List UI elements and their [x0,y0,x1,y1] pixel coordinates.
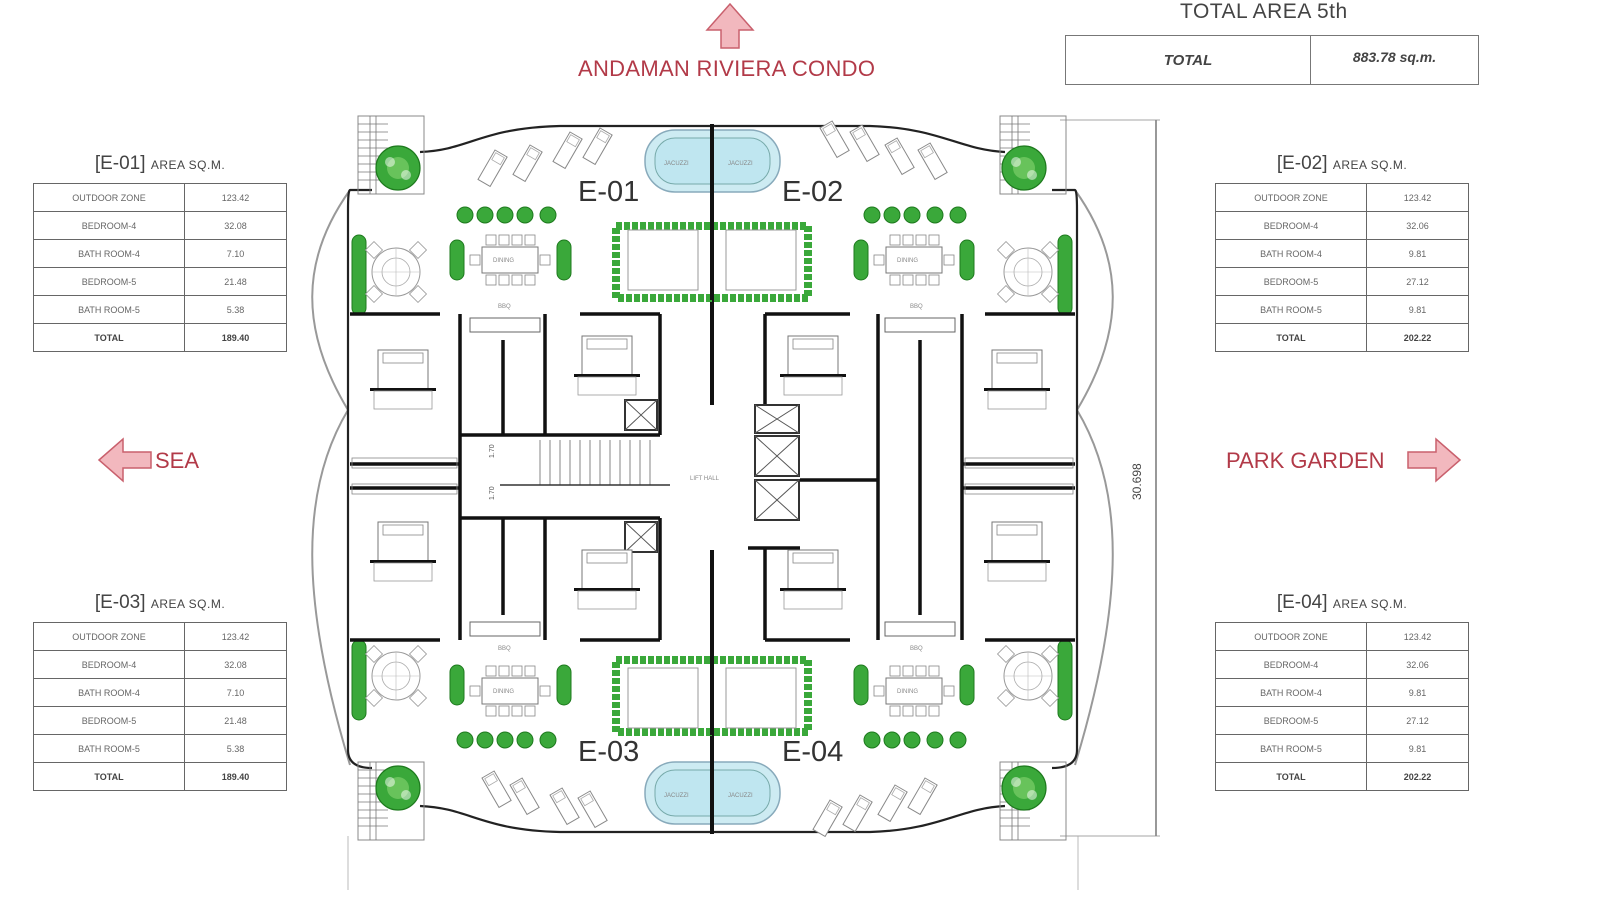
arrow-right-icon [1407,437,1462,483]
unit-label-e04: E-04 [782,736,844,768]
svg-text:BBQ: BBQ [910,304,923,310]
total-label: TOTAL [1066,36,1311,84]
total-value: 883.78 sq.m. [1352,49,1437,65]
svg-text:DINING: DINING [897,258,918,264]
svg-text:1.70: 1.70 [489,486,496,500]
svg-text:DINING: DINING [493,689,514,695]
unit-header-suffix: AREA SQ.M. [150,158,226,172]
svg-text:BBQ: BBQ [498,646,511,652]
svg-text:BBQ: BBQ [910,646,923,652]
svg-text:JACUZZI: JACUZZI [728,793,753,799]
total-area-table: TOTAL 883.78 sq.m. [1065,35,1479,85]
overall-dimension: 30.698 [1130,463,1144,500]
svg-text:DINING: DINING [493,258,514,264]
unit-header: [E-04] [1276,592,1328,613]
svg-text:DINING: DINING [897,689,918,695]
unit-header-suffix: AREA SQ.M. [150,597,226,611]
svg-text:JACUZZI: JACUZZI [728,161,753,167]
unit-header: [E-03] [94,592,146,613]
svg-text:BBQ: BBQ [498,304,511,310]
total-area-title: TOTAL AREA 5th [1180,0,1348,23]
svg-text:LIFT HALL: LIFT HALL [690,476,720,482]
svg-text:JACUZZI: JACUZZI [664,793,689,799]
svg-text:JACUZZI: JACUZZI [664,161,689,167]
unit-header: [E-02] [1276,153,1328,174]
unit-label-e01: E-01 [578,176,640,208]
unit-header: [E-01] [94,153,146,174]
unit-header-suffix: AREA SQ.M. [1332,597,1408,611]
direction-sea: SEA [155,448,200,473]
arrow-up-icon [705,2,755,49]
unit-label-e03: E-03 [578,736,640,768]
direction-park-garden: PARK GARDEN [1226,448,1385,473]
svg-text:1.70: 1.70 [489,444,496,458]
unit-header-suffix: AREA SQ.M. [1332,158,1408,172]
arrow-left-icon [97,437,152,483]
unit-label-e02: E-02 [782,176,844,208]
project-title: ANDAMAN RIVIERA CONDO [578,56,876,81]
